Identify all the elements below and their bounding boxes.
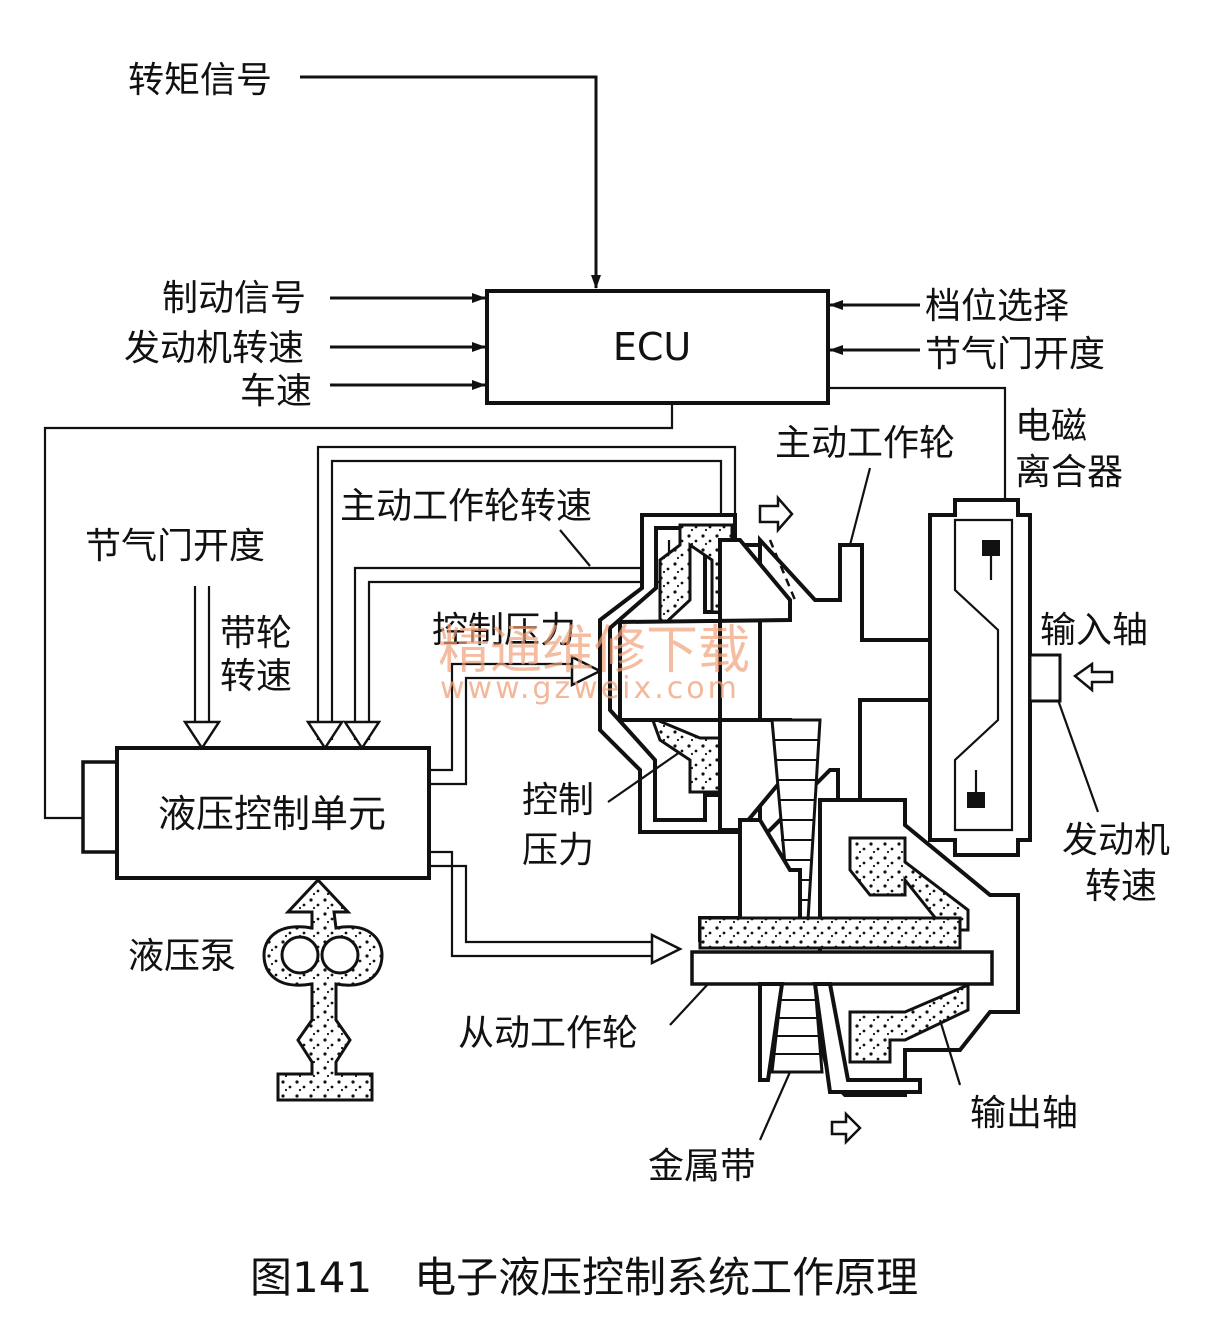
signal-lines [43, 75, 1007, 823]
label-em-clutch-2: 离合器 [1015, 452, 1123, 493]
label-belt-speed-2: 转速 [220, 656, 292, 697]
watermark-url: www.gzweix.com [440, 671, 740, 706]
label-output-shaft: 输出轴 [970, 1093, 1078, 1134]
label-engine-speed-in: 发动机转速 [124, 328, 304, 369]
hydraulic-unit-label: 液压控制单元 [158, 792, 386, 836]
throttle-left-arrow [182, 586, 222, 751]
label-brake-signal: 制动信号 [162, 278, 306, 319]
torque-signal-line [300, 75, 601, 289]
label-belt-speed-1: 带轮 [220, 613, 292, 654]
label-drive-pulley-speed: 主动工作轮转速 [340, 486, 592, 527]
label-torque-signal: 转矩信号 [128, 60, 272, 101]
label-engine-speed-right-1: 发动机 [1062, 820, 1170, 861]
hydraulic-pump [262, 877, 384, 1102]
label-engine-speed-right-2: 转速 [1085, 866, 1157, 907]
label-input-shaft: 输入轴 [1040, 610, 1148, 651]
ecu-label: ECU [613, 325, 691, 369]
hydraulic-unit-block: 液压控制单元 [81, 746, 431, 880]
label-vehicle-speed: 车速 [240, 371, 312, 412]
control-pressure-channel [429, 654, 603, 786]
label-metal-belt: 金属带 [648, 1146, 756, 1187]
labels: 转矩信号 制动信号 发动机转速 车速 档位选择 节气门开度 电磁 离合器 主动工… [85, 60, 1170, 1187]
label-driven-pulley: 从动工作轮 [458, 1013, 638, 1054]
em-clutch [928, 498, 1114, 857]
ecu-clutch-line [828, 386, 1007, 500]
driven-pulley [607, 751, 1020, 1146]
drive-pulley [598, 467, 1012, 922]
ecu-block: ECU [485, 289, 830, 405]
label-control-pressure-top: 控制压力 [432, 610, 576, 651]
ecu-hydraulic-line [43, 403, 674, 823]
label-throttle-right: 节气门开度 [925, 334, 1105, 375]
driven-pressure-channel [429, 850, 683, 966]
label-control-pressure-mid-2: 压力 [522, 830, 594, 871]
watermark-text: 精通维修下载 [438, 621, 750, 681]
label-control-pressure-mid-1: 控制 [522, 780, 594, 821]
label-gear-select: 档位选择 [925, 286, 1069, 327]
label-throttle-left: 节气门开度 [85, 526, 265, 567]
label-hydraulic-pump: 液压泵 [128, 936, 236, 977]
label-drive-pulley: 主动工作轮 [775, 423, 955, 464]
watermark: 精通维修下载 www.gzweix.com [438, 621, 750, 706]
label-em-clutch-1: 电磁 [1015, 406, 1087, 447]
figure-caption: 图141 电子液压控制系统工作原理 [250, 1253, 918, 1302]
